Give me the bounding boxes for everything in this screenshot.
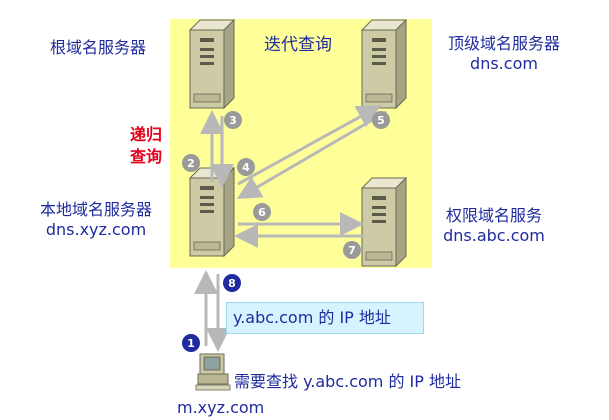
step-4-text: 4 — [242, 161, 250, 174]
arrows — [194, 105, 387, 352]
local-server-domain: dns.xyz.com — [45, 220, 147, 239]
step-marker-4: 4 — [237, 158, 255, 176]
client-query-text: 需要查找 y.abc.com 的 IP 地址 — [234, 372, 462, 391]
authoritative-server-label: 权限域名服务 dns.abc.com — [432, 206, 556, 246]
step-marker-7: 7 — [343, 241, 361, 259]
recursive-label-line-2: 查询 — [130, 147, 163, 166]
local-server-name: 本地域名服务器 — [39, 200, 152, 219]
local-server-label: 本地域名服务器 dns.xyz.com — [22, 200, 170, 240]
arrow-5-tld-to-local — [236, 110, 387, 200]
tld-server-name: 顶级域名服务器 — [447, 34, 560, 53]
root-server-name: 根域名服务器 — [50, 38, 147, 57]
authoritative-server-domain: dns.abc.com — [443, 226, 545, 245]
iterative-query-title: 迭代查询 — [264, 35, 332, 55]
step-marker-8: 8 — [223, 274, 241, 292]
step-marker-6: 6 — [253, 203, 271, 221]
step-1-text: 1 — [187, 337, 195, 350]
arrow-4-local-to-tld — [237, 105, 382, 186]
step-3-text: 3 — [229, 114, 237, 127]
step-5-text: 5 — [377, 114, 385, 127]
tld-server-icon — [361, 19, 407, 109]
root-server-icon — [189, 19, 235, 109]
authoritative-server-icon — [361, 177, 407, 267]
step-marker-3: 3 — [224, 111, 242, 129]
step-6-text: 6 — [258, 206, 266, 219]
tld-server-label: 顶级域名服务器 dns.com — [434, 34, 574, 74]
step-marker-1: 1 — [182, 334, 200, 352]
step-8-text: 8 — [228, 277, 236, 290]
recursive-label-line-1: 递归 — [130, 125, 163, 144]
recursive-query-label: 递归 查询 — [130, 124, 162, 168]
client-computer-icon — [195, 353, 231, 391]
step-marker-5: 5 — [372, 111, 390, 129]
step-7-text: 7 — [348, 244, 356, 257]
step-2-text: 2 — [187, 157, 195, 170]
authoritative-server-name: 权限域名服务 — [445, 206, 542, 225]
client-domain: m.xyz.com — [177, 398, 265, 417]
tld-server-domain: dns.com — [470, 54, 538, 73]
step-marker-2: 2 — [182, 154, 200, 172]
step-markers: 1 2 3 4 5 6 7 8 — [182, 111, 390, 352]
answer-box: y.abc.com 的 IP 地址 — [226, 302, 424, 334]
